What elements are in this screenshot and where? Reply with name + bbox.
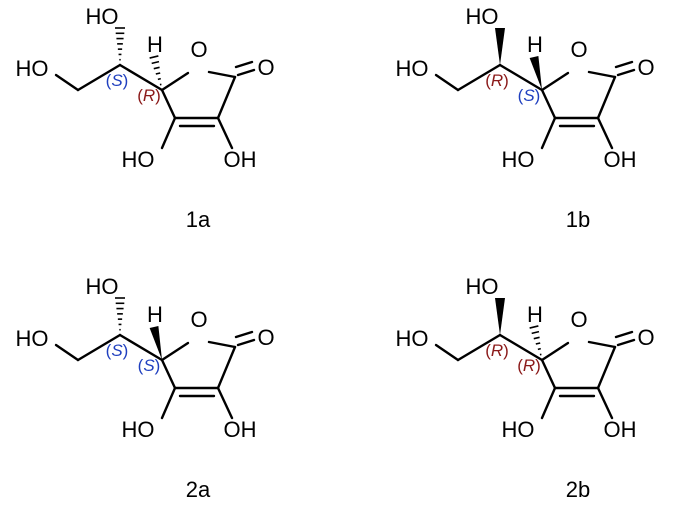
atom-ho-left: HO — [16, 56, 49, 81]
bond-c1-carbonyl-1 — [616, 332, 632, 337]
atom-ho-left: HO — [396, 56, 429, 81]
molecule-caption: 1a — [186, 207, 211, 232]
atom-ho-bottom: HO — [122, 147, 155, 172]
bond-c3-c4 — [162, 90, 175, 118]
atom-ho-top: HO — [86, 4, 119, 29]
atom-oh-bottom: OH — [224, 417, 257, 442]
atom-o-carbonyl: O — [257, 325, 274, 350]
molecule-caption: 2a — [186, 477, 211, 502]
stereo-label-side-chain: (R) — [485, 71, 509, 90]
bond-o6-c6 — [56, 345, 78, 360]
bond-o6-c6 — [436, 345, 458, 360]
atom-h: H — [147, 32, 163, 57]
atom-oh-bottom: OH — [604, 417, 637, 442]
bond-c1-carbonyl-2 — [618, 340, 634, 345]
wedge-hash-c4-h — [150, 56, 162, 85]
wedge-hash-c5-oh — [115, 298, 125, 330]
atom-o-ring: O — [570, 37, 587, 62]
bond-c3-oh — [162, 388, 175, 418]
bond-o6-c6 — [56, 75, 78, 90]
bond-c4-o-ring — [162, 73, 188, 90]
bond-c4-o-ring — [542, 73, 568, 90]
atom-h: H — [147, 302, 163, 327]
bond-c3-c4 — [542, 360, 555, 388]
bond-c2-oh — [598, 388, 612, 418]
atom-o-carbonyl: O — [637, 55, 654, 80]
bond-c3-oh — [542, 388, 555, 418]
bond-c3-oh — [162, 118, 175, 148]
molecule-caption: 1b — [566, 207, 590, 232]
bond-c1-carbonyl-1 — [236, 62, 252, 67]
bond-c1-c2 — [598, 77, 615, 118]
bond-c3-c4 — [162, 360, 175, 388]
wedge-hash-c5-oh — [115, 28, 125, 60]
wedge-bold-c5-oh — [495, 28, 505, 65]
atom-ho-bottom: HO — [122, 417, 155, 442]
bond-o-ring-c1 — [209, 72, 235, 77]
bond-c3-oh — [542, 118, 555, 148]
atom-ho-top: HO — [86, 274, 119, 299]
atom-oh-bottom: OH — [224, 147, 257, 172]
molecule-caption: 2b — [566, 477, 590, 502]
bond-c2-oh — [218, 118, 232, 148]
bond-c1-c2 — [218, 347, 235, 388]
bond-o-ring-c1 — [589, 72, 615, 77]
bond-c1-carbonyl-1 — [236, 332, 252, 337]
wedge-bold-c5-oh — [495, 298, 505, 335]
atom-h: H — [527, 302, 543, 327]
bond-o6-c6 — [436, 75, 458, 90]
bond-c1-carbonyl-2 — [238, 70, 254, 75]
bond-o-ring-c1 — [209, 342, 235, 347]
atom-ho-top: HO — [466, 274, 499, 299]
bond-c1-carbonyl-2 — [618, 70, 634, 75]
bond-c4-o-ring — [542, 343, 568, 360]
stereo-label-side-chain: (S) — [106, 71, 129, 90]
bond-c2-oh — [598, 118, 612, 148]
atom-ho-bottom: HO — [502, 417, 535, 442]
atom-oh-bottom: OH — [604, 147, 637, 172]
stereo-label-ring: (R) — [137, 86, 161, 105]
wedge-hash-c4-h — [530, 326, 542, 355]
stereo-label-side-chain: (S) — [106, 341, 129, 360]
atom-ho-left: HO — [16, 326, 49, 351]
stereo-label-side-chain: (R) — [485, 341, 509, 360]
bond-o-ring-c1 — [589, 342, 615, 347]
bond-c4-o-ring — [162, 343, 188, 360]
atom-h: H — [527, 32, 543, 57]
atom-o-ring: O — [190, 307, 207, 332]
atom-o-ring: O — [190, 37, 207, 62]
stereo-label-ring: (S) — [138, 356, 161, 375]
atom-ho-bottom: HO — [502, 147, 535, 172]
bond-c2-oh — [218, 388, 232, 418]
bond-c1-c2 — [598, 347, 615, 388]
atom-o-carbonyl: O — [257, 55, 274, 80]
bond-c1-carbonyl-1 — [616, 62, 632, 67]
bond-c1-carbonyl-2 — [238, 340, 254, 345]
bond-c3-c4 — [542, 90, 555, 118]
atom-o-ring: O — [570, 307, 587, 332]
bond-c1-c2 — [218, 77, 235, 118]
stereo-label-ring: (S) — [518, 86, 541, 105]
atom-ho-left: HO — [396, 326, 429, 351]
atom-ho-top: HO — [466, 4, 499, 29]
stereo-label-ring: (R) — [517, 356, 541, 375]
atom-o-carbonyl: O — [637, 325, 654, 350]
